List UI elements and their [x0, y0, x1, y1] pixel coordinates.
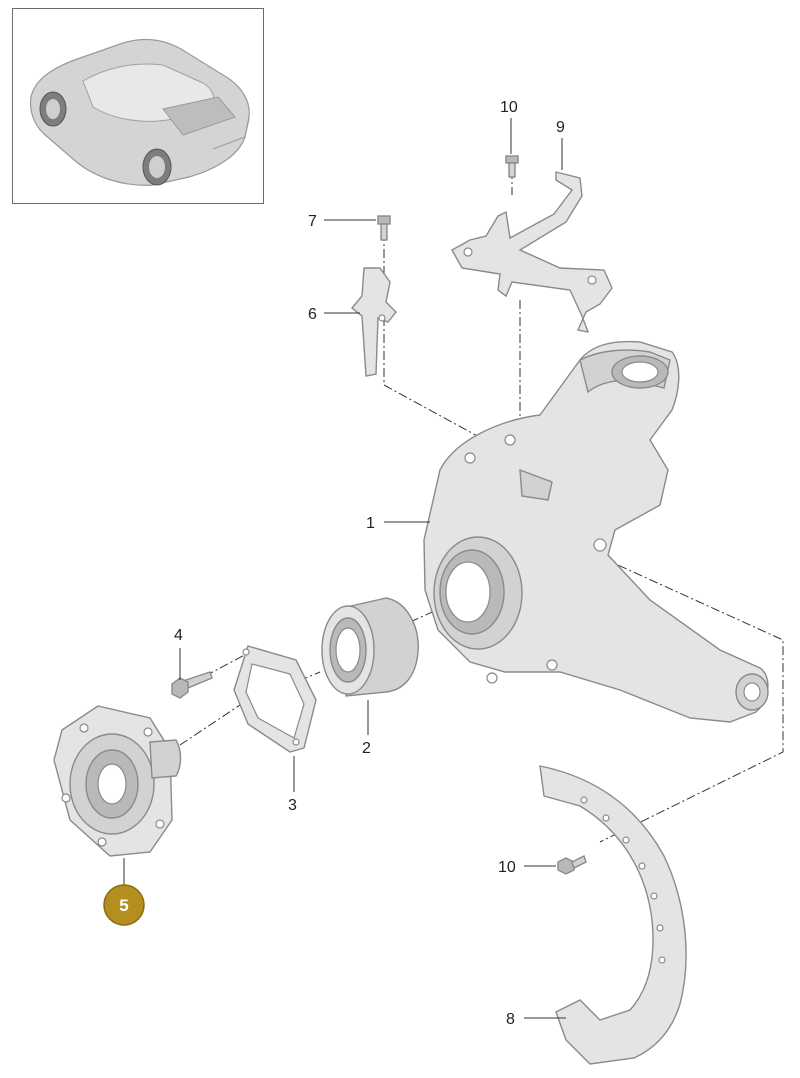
- callout-5[interactable]: 5: [119, 896, 128, 915]
- bracket-part-6: [351, 267, 397, 377]
- bolt-part-10-bottom: [557, 855, 587, 875]
- callout-7[interactable]: 7: [308, 213, 317, 230]
- vehicle-thumbnail-frame: [12, 8, 264, 204]
- callout-9[interactable]: 9: [556, 119, 565, 136]
- bolt-part-4: [171, 671, 213, 699]
- callout-1[interactable]: 1: [366, 515, 375, 532]
- wheel-carrier: [423, 340, 769, 723]
- wheel-hub: [53, 705, 182, 857]
- callout-leaders: [123, 118, 566, 1019]
- callout-4[interactable]: 4: [174, 627, 183, 644]
- vehicle-thumbnail-car: [29, 39, 250, 186]
- callout-8[interactable]: 8: [506, 1011, 515, 1028]
- bolt-part-7: [377, 215, 391, 241]
- callout-10-bottom[interactable]: 10: [498, 859, 516, 876]
- cover-plate: [233, 645, 317, 753]
- wheel-bearing: [321, 597, 419, 697]
- sensor-bracket: [451, 171, 613, 333]
- callout-5-highlighted[interactable]: 5: [103, 884, 145, 926]
- callout-6[interactable]: 6: [308, 306, 317, 323]
- callout-10-top[interactable]: 10: [500, 99, 518, 116]
- callout-2[interactable]: 2: [362, 740, 371, 757]
- callout-3[interactable]: 3: [288, 797, 297, 814]
- brake-shield: [539, 765, 687, 1065]
- bolt-part-10-top: [505, 155, 519, 178]
